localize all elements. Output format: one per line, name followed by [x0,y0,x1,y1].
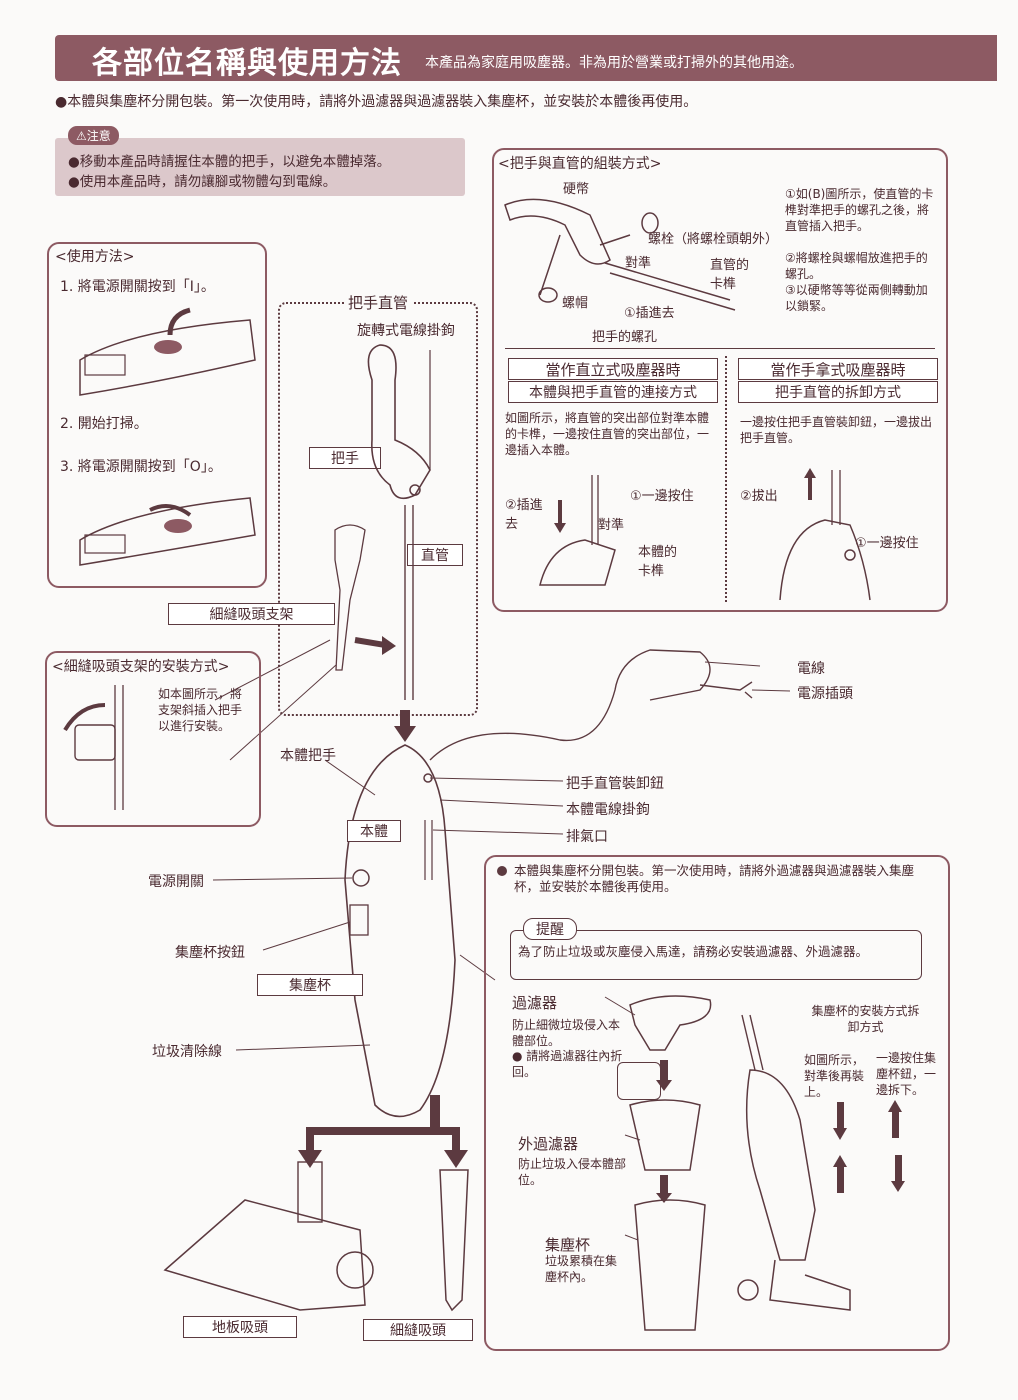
label-trash-line: 垃圾清除線 [152,1044,222,1060]
label-cord: 電線 [797,661,825,677]
label-insert: ①插進去 [624,306,675,321]
caution-line-1: ●移動本產品時請握住本體的把手，以避免本體掉落。 [68,154,391,170]
label-body-cord-hook: 本體電線掛鉤 [566,802,650,818]
crevice-install-title: <細縫吸頭支架的安裝方式> [52,659,230,675]
label-cord-hook-rotating: 旋轉式電線掛鉤 [357,323,455,339]
usage-title: <使用方法> [55,249,135,265]
upright-subtitle: 本體與把手直管的連接方式 [508,381,718,403]
upright-press: ①一邊按住 [630,489,694,504]
label-straight-tube: 直管 [407,544,463,566]
switch-on-illustration [79,307,256,396]
usage-box [47,242,267,588]
filter-title: 過濾器 [512,994,558,1012]
cup-install-left: 如圖所示，對準後再裝上。 [804,1053,865,1099]
label-crevice-holder: 細縫吸頭支架 [168,603,335,625]
cup-title: 集塵杯 [545,1236,591,1254]
label-nut: 螺帽 [562,296,589,311]
caution-line-2: ●使用本產品時，請勿讓腳或物體勾到電線。 [68,174,337,190]
usage-step-1: 1. 將電源開關按到「I」。 [60,279,215,295]
assembly-note-3: ③以硬幣等等從兩側轉動加以鎖緊。 [785,283,928,313]
bullet-icon [497,866,507,876]
crevice-install-box [45,651,261,827]
label-crevice-nozzle: 細縫吸頭 [363,1319,473,1341]
cup-desc: 垃圾累積在集塵杯內。 [545,1254,618,1284]
fold-in-icon [617,1062,661,1100]
switch-off-illustration [79,497,256,566]
label-coin: 硬幣 [563,182,590,197]
cup-install-right: 一邊按住集塵杯鈕，一邊拆下。 [876,1051,937,1097]
handheld-illustration [779,468,871,601]
label-plug: 電源插頭 [797,686,853,702]
cup-install-illustration [737,1014,905,1311]
header-bar [55,35,997,81]
crevice-install-illustration [63,685,124,810]
label-tube-catch: 直管的卡榫 [710,258,750,292]
label-cup-button: 集塵杯按鈕 [175,945,245,961]
filter-stack-illustration [604,995,712,1331]
label-bolt: 螺栓（將螺栓頭朝外） [648,232,779,247]
label-body-handle: 本體把手 [280,748,336,764]
handheld-press: ①一邊按住 [855,536,919,551]
page-title: 各部位名稱與使用方法 [92,46,402,81]
outer-filter-desc: 防止垃圾入侵本體部位。 [518,1157,627,1187]
upright-body-catch: 本體的卡榫 [638,545,678,579]
page-subtitle: 本產品為家庭用吸塵器。非為用於營業或打掃外的其他用途。 [425,55,803,71]
handheld-title: 當作手拿式吸塵器時 [738,358,938,380]
label-exhaust: 排氣口 [566,829,608,845]
label-align: 對準 [625,256,652,271]
label-tube-release: 把手直管裝卸鈕 [566,776,664,792]
filter-intro: 本體與集塵杯分開包裝。第一次使用時，請將外過濾器與過濾器裝入集塵杯，並安裝於本體… [514,863,915,894]
upright-insert: ②插進去 [505,498,543,532]
label-dust-cup: 集塵杯 [257,974,363,996]
handheld-desc: 一邊按住把手直管裝卸鈕，一邊拔出把手直管。 [740,415,933,445]
upright-title: 當作直立式吸塵器時 [508,358,718,380]
upright-illustration [539,475,616,586]
label-handle-tube: 把手直管 [344,292,413,313]
usage-step-2: 2. 開始打掃。 [60,416,148,432]
reminder-text: 為了防止垃圾或灰塵侵入馬達，請務必安裝過濾器、外過濾器。 [518,944,869,959]
upright-desc: 如圖所示，將直管的突出部位對準本體的卡榫，一邊按住直管的突出部位，一邊插入本體。 [505,411,710,457]
handle-assembly-title: <把手與直管的組裝方式> [498,156,662,172]
caution-badge: ⚠注意 [68,126,119,145]
top-note: ●本體與集塵杯分開包裝。第一次使用時，請將外過濾器與過濾器裝入集塵杯，並安裝於本… [55,94,698,110]
reminder-badge: 提醒 [523,918,577,940]
outer-filter-title: 外過濾器 [518,1135,579,1153]
label-floor-head: 地板吸頭 [183,1316,297,1338]
assembly-note-1: ①如(B)圖所示，使直管的卡榫對準把手的螺孔之後，將直管插入把手。 [785,187,934,233]
crevice-install-desc: 如本圖所示，將支架斜插入把手以進行安裝。 [158,687,243,733]
usage-step-3: 3. 將電源開關按到「O」。 [60,459,222,475]
cup-install-title: 集塵杯的安裝方式拆卸方式 [811,1004,920,1034]
assembly-note-2: ②將螺栓與螺帽放進把手的螺孔。 [785,251,928,281]
label-handle: 把手 [309,447,381,469]
handheld-pull: ②拔出 [740,489,778,504]
filter-section-box [484,855,950,1351]
handle-assembly-illustration [504,198,736,311]
filter-note: ● 請將過濾器往內折回。 [512,1049,623,1079]
divider [505,348,935,349]
label-handle-hole: 把手的螺孔 [592,330,658,345]
upright-align: 對準 [598,518,625,533]
label-power-switch: 電源開關 [148,874,204,890]
handheld-subtitle: 把手直管的拆卸方式 [738,381,938,403]
filter-desc: 防止細微垃圾侵入本體部位。 [512,1018,621,1048]
handle-assembly-box [492,148,948,612]
dotted-divider [725,356,727,602]
label-body: 本體 [347,820,401,842]
reminder-box [510,930,922,980]
caution-box [55,138,465,196]
